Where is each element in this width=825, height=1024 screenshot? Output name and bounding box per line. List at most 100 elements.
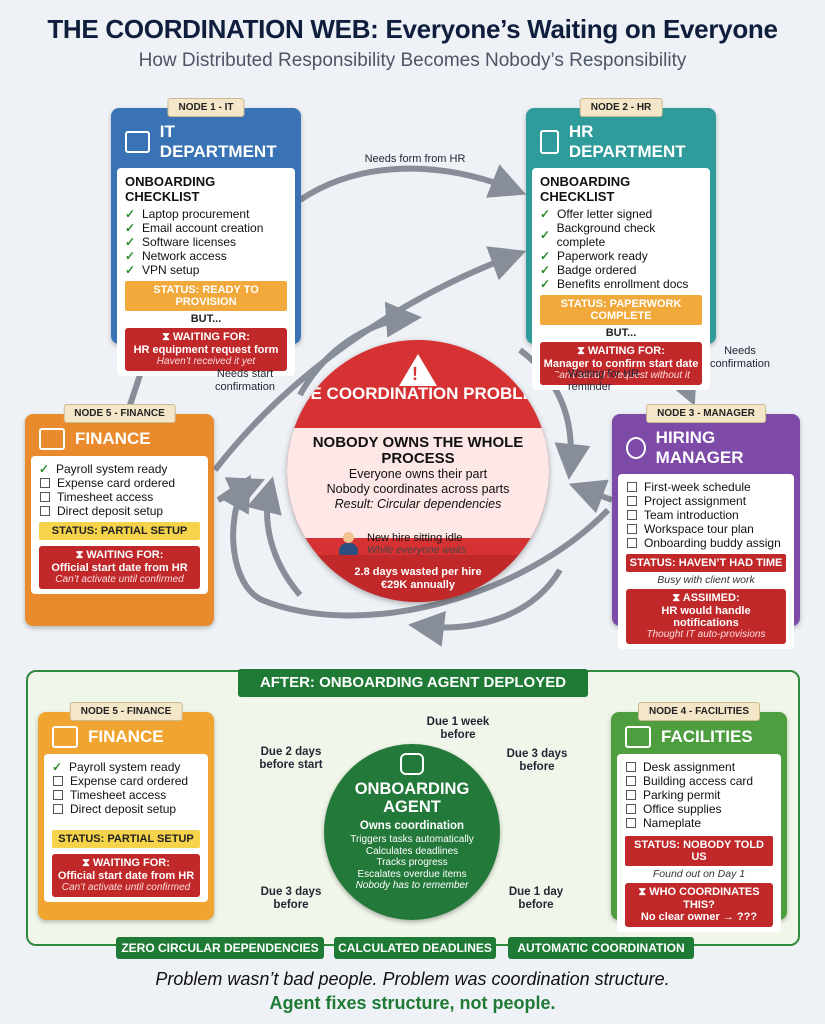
manager-title: HIRING MANAGER [655,428,744,467]
hourglass-icon: ⧗ [82,857,90,869]
hiring-manager-card: NODE 3 - MANAGER HIRING MANAGER First-we… [612,404,800,649]
list-item: Building access card [625,774,773,788]
facilities-status-note: Found out on Day 1 [652,868,746,880]
hourglass-icon: ⧗ [162,331,170,343]
person-icon [626,437,646,459]
list-item: Direct deposit setup [52,802,200,816]
hr-waiting-box: ⧗ WAITING FOR: Manager to confirm start … [540,342,702,385]
list-item: Timesheet access [52,788,200,802]
list-item: ✓Software licenses [125,235,237,249]
problem-headline: NOBODY OWNS THE WHOLE PROCESS [312,434,524,467]
onboarding-agent-circle: ONBOARDING AGENT Owns coordination Trigg… [324,744,500,920]
list-item: ✓Offer letter signed [540,207,653,221]
list-item: ✓Badge ordered [540,263,637,277]
it-but: BUT... [190,313,222,325]
list-item: ✓VPN setup [125,263,200,277]
arrow-finance-to-center [216,477,265,511]
list-item: ✓Laptop procurement [125,207,250,221]
list-item: Direct deposit setup [39,504,200,518]
list-item: ✓Email account creation [125,221,264,235]
finance-title: FINANCE [88,727,164,746]
coordination-problem-circle: ! THE COORDINATION PROBLEM NOBODY OWNS T… [287,340,549,602]
it-node-tag: NODE 1 - IT [167,98,245,117]
list-item: Onboarding buddy assign [626,536,786,550]
list-item: ✓Payroll system ready [52,760,181,774]
warning-icon [546,370,562,384]
label-it-to-hr: Needs form from HR [364,153,466,165]
manager-assumed-box: ⧗ ASSIIMED: HR would handle notification… [626,589,786,644]
idle-hire: New hire sitting idle While everyone wai… [337,532,466,556]
list-item: ✓Network access [125,249,227,263]
pill-zero-circular: ZERO CIRCULAR DEPENDENCIES [116,937,324,959]
money-icon [52,726,78,748]
due-label-right-up: Due 3 days before [506,748,568,773]
facilities-card: NODE 4 - FACILITIES FACILITIES Desk assi… [611,702,787,932]
list-item: Desk assignment [625,760,773,774]
waste-stats: 2.8 days wasted per hire €29K annually [354,566,482,591]
pill-automatic-coordination: AUTOMATIC COORDINATION [508,937,694,959]
list-item: ✓Background check complete [540,221,656,249]
list-item: Project assignment [626,494,786,508]
hourglass-icon: ⧗ [75,549,84,561]
footer-line-2: Agent fixes structure, not people. [269,993,556,1013]
credit-card-icon [39,428,65,450]
due-label-left-up: Due 2 days before start [259,746,323,771]
manager-status: STATUS: HAVEN’T HAD TIME [626,554,786,572]
hr-department-card: NODE 2 - HR HR DEPARTMENT ONBOARDING CHE… [526,98,716,390]
robot-icon [400,753,424,775]
hourglass-icon: ⧗ [672,592,681,604]
person-icon [337,532,359,556]
manager-node-tag: NODE 3 - MANAGER [646,404,766,423]
label-finance-to-it: Needs start confirmation [215,368,275,393]
list-item: Timesheet access [39,490,200,504]
list-item: Team introduction [626,508,786,522]
agent-subtitle: Owns coordination [359,820,465,832]
list-item: Office supplies [625,802,773,816]
finance-node-tag: NODE 5 - FINANCE [63,404,176,423]
page-subtitle: How Distributed Responsibility Becomes N… [138,50,687,71]
manager-status-note: Busy with client work [657,574,755,586]
hr-but: BUT... [605,327,637,339]
arrow-loop-top [297,301,422,397]
agent-capabilities: Triggers tasks automatically Calculates … [350,834,474,891]
it-waiting-box: ⧗ WAITING FOR: HR equipment request form… [125,328,287,371]
finance-card-after: NODE 5 - FINANCE FINANCE ✓Payroll system… [38,702,214,920]
it-checklist-title: ONBOARDING CHECKLIST [125,174,216,204]
facilities-node-tag: NODE 4 - FACILITIES [637,702,761,721]
hr-status: STATUS: PAPERWORK COMPLETE [540,295,702,325]
laptop-icon [125,131,150,153]
it-department-card: NODE 1 - IT IT DEPARTMENT ONBOARDING CHE… [111,98,301,376]
hr-title: HR DEPARTMENT [568,122,686,161]
facilities-title: FACILITIES [661,727,753,746]
it-status: STATUS: READY TO PROVISION [125,281,287,311]
footer-line-1: Problem wasn’t bad people. Problem was c… [155,969,670,989]
warning-icon [399,354,437,386]
list-item: Parking permit [625,788,773,802]
label-hr-to-manager: Needs confirmation [710,345,770,370]
facilities-owner-box: ⧗ WHO COORDINATES THIS? No clear owner →… [625,883,773,927]
after-title: AFTER: ONBOARDING AGENT DEPLOYED [238,669,588,697]
it-title: IT DEPARTMENT [159,122,277,161]
finance-card-before: NODE 5 - FINANCE FINANCE ✓Payroll system… [25,404,214,626]
arrow-manager-to-center [568,479,614,514]
problem-title: THE COORDINATION PROBLEM [287,384,549,403]
label-hr-reminder: Waiting for HR reminder [546,368,646,394]
list-item: Expense card ordered [39,476,200,490]
hr-node-tag: NODE 2 - HR [579,98,663,117]
finance-status: STATUS: PARTIAL SETUP [39,522,200,540]
list-item: Expense card ordered [52,774,200,788]
problem-line-3: Result: Circular dependencies [334,497,502,511]
list-item: First-week schedule [626,480,786,494]
due-label-left-down: Due 3 days before [260,886,322,911]
problem-line-2: Nobody coordinates across parts [326,482,510,496]
due-label-up: Due 1 week before [426,716,490,741]
page-title: THE COORDINATION WEB: Everyone’s Waiting… [47,14,778,44]
pill-calculated-deadlines: CALCULATED DEADLINES [334,937,496,959]
list-item: ✓Paperwork ready [540,249,648,263]
finance-status: STATUS: PARTIAL SETUP [52,830,200,848]
list-item: ✓Payroll system ready [39,462,168,476]
finance-waiting-box: ⧗ WAITING FOR: Official start date from … [52,854,200,897]
agent-title: ONBOARDING AGENT [354,780,470,816]
finance-title: FINANCE [75,429,151,448]
problem-line-1: Everyone owns their part [348,467,488,481]
